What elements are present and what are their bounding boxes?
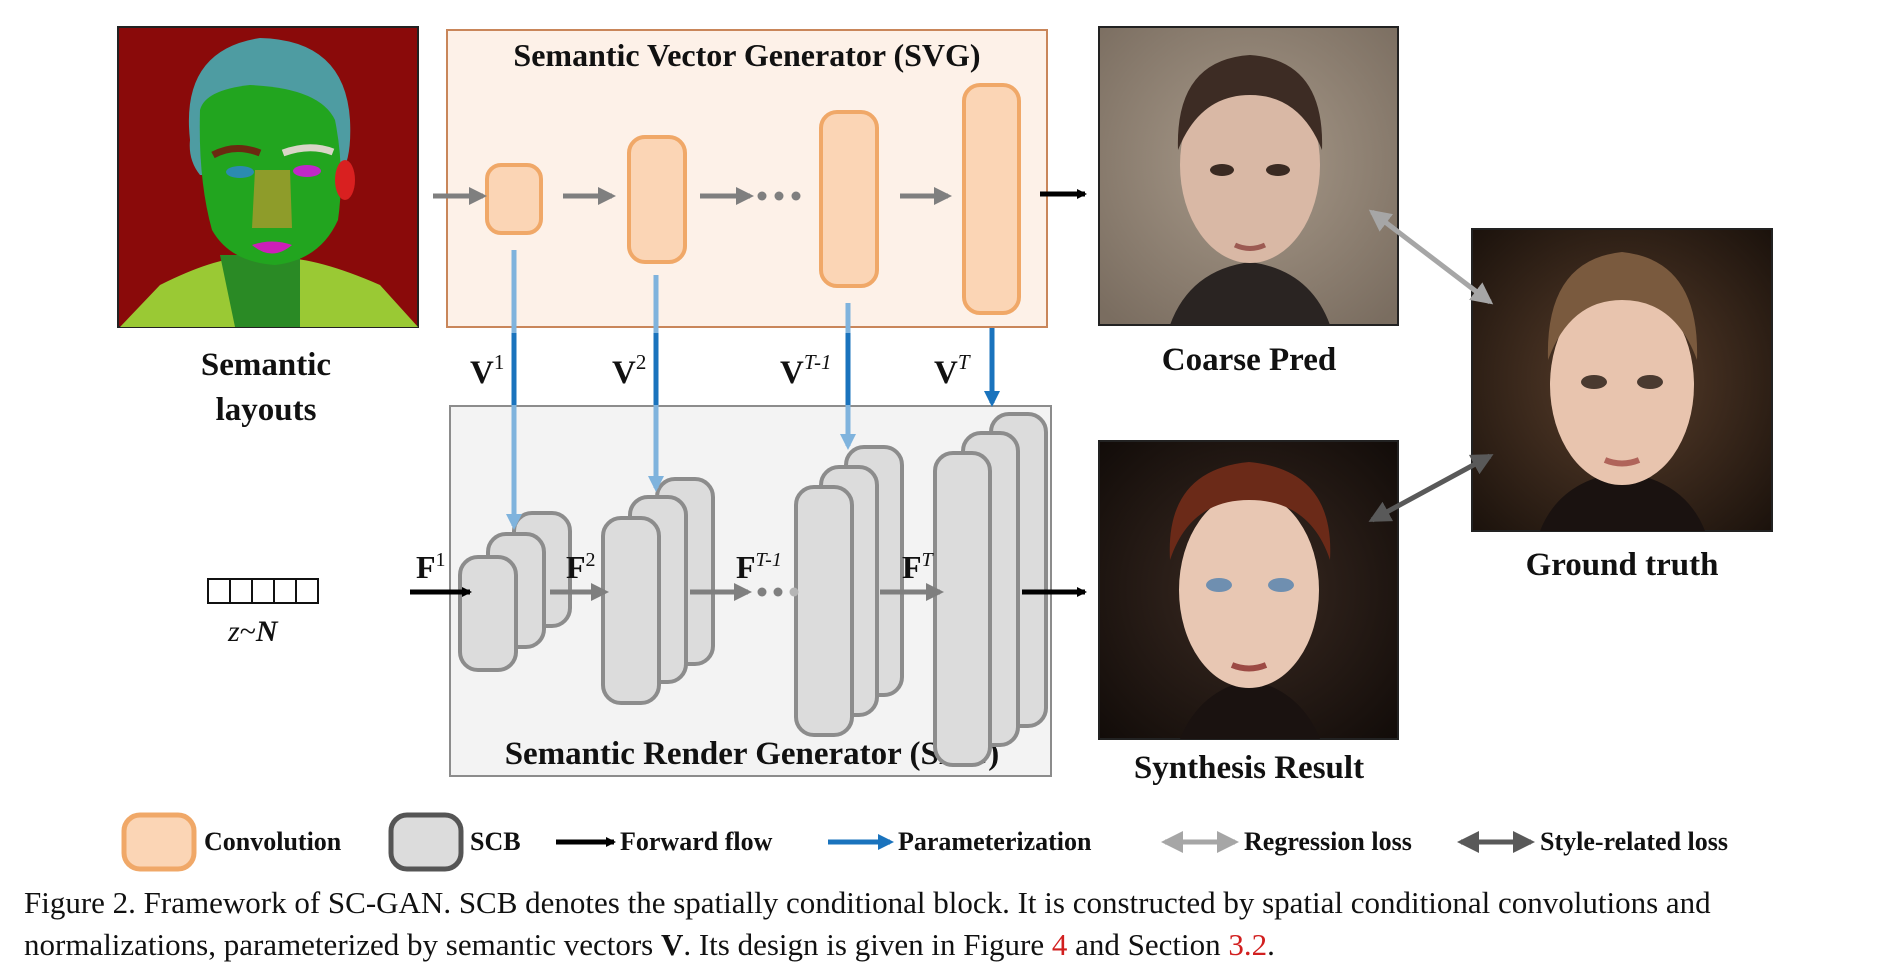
- feature-label-f1: F1: [416, 549, 446, 585]
- noise-label: z~N: [227, 615, 279, 648]
- caption-vector-symbol: V: [660, 927, 684, 962]
- style-loss-arrow: [1368, 453, 1494, 523]
- caption-text-3: and Section: [1067, 927, 1229, 962]
- conv-block: [627, 135, 687, 264]
- ellipsis-dot: [789, 587, 799, 597]
- legend-scb-label: SCB: [470, 827, 521, 856]
- conv-block: [485, 163, 543, 235]
- ground-truth-label: Ground truth: [1526, 547, 1719, 583]
- ellipsis-dot: [774, 191, 784, 201]
- srg-generator-title: Semantic Render Generator (SRG): [505, 736, 1000, 772]
- legend: Convolution SCB Forward flow Parameteriz…: [121, 812, 1728, 872]
- feature-label-ft1: FT-1: [736, 549, 782, 585]
- semantic-layouts-label-2: layouts: [216, 392, 317, 428]
- legend-convolution-label: Convolution: [204, 827, 342, 856]
- conv-block: [819, 110, 879, 288]
- caption-text-4: .: [1267, 927, 1275, 962]
- ellipsis-dot: [757, 191, 767, 201]
- legend-regression-label: Regression loss: [1244, 827, 1412, 856]
- coarse-prediction-image: [1098, 26, 1399, 326]
- noise-vector: [207, 578, 319, 604]
- svg-generator-title: Semantic Vector Generator (SVG): [513, 37, 980, 73]
- semantic-layout-image: [117, 26, 419, 328]
- legend-forward-label: Forward flow: [620, 827, 773, 856]
- regression-loss-arrow: [1368, 209, 1494, 305]
- vector-label-vt1: VT-1: [780, 350, 831, 391]
- ellipsis-dot: [773, 587, 783, 597]
- caption-text-1: Figure 2. Framework of SC-GAN. SCB denot…: [24, 885, 1711, 962]
- ground-truth-image: [1471, 228, 1773, 532]
- vector-label-v1: V1: [470, 350, 504, 391]
- vector-label-v2: V2: [612, 350, 646, 391]
- scb-block-stack: [794, 445, 904, 737]
- feature-label-f2: F2: [566, 549, 596, 585]
- svg-generator-box: [446, 29, 1048, 328]
- scb-block-stack: [933, 412, 1048, 767]
- caption-figure-ref[interactable]: 4: [1051, 927, 1068, 962]
- legend-scb-swatch: [388, 812, 464, 872]
- framework-diagram: Semantic layouts Semantic Vector Generat…: [117, 26, 1773, 872]
- synthesis-result-image: [1098, 440, 1399, 740]
- coarse-pred-label: Coarse Pred: [1162, 342, 1336, 378]
- scb-block-stack: [601, 477, 715, 705]
- semantic-layouts-label-1: Semantic: [201, 347, 331, 383]
- conv-block: [962, 83, 1021, 315]
- ellipsis-dot: [757, 587, 767, 597]
- caption-text-2: . Its design is given in Figure: [683, 927, 1052, 962]
- feature-label-ft: FT: [902, 549, 935, 585]
- legend-parameterization-label: Parameterization: [898, 827, 1092, 856]
- legend-convolution-swatch: [121, 812, 197, 872]
- scb-block-stack: [458, 511, 572, 672]
- legend-style-label: Style-related loss: [1540, 827, 1728, 856]
- caption-section-ref[interactable]: 3.2: [1228, 927, 1268, 962]
- vector-label-vt: VT: [934, 350, 971, 391]
- figure-caption: Figure 2. Framework of SC-GAN. SCB denot…: [24, 882, 1869, 966]
- synthesis-result-label: Synthesis Result: [1134, 750, 1364, 786]
- ellipsis-dot: [791, 191, 801, 201]
